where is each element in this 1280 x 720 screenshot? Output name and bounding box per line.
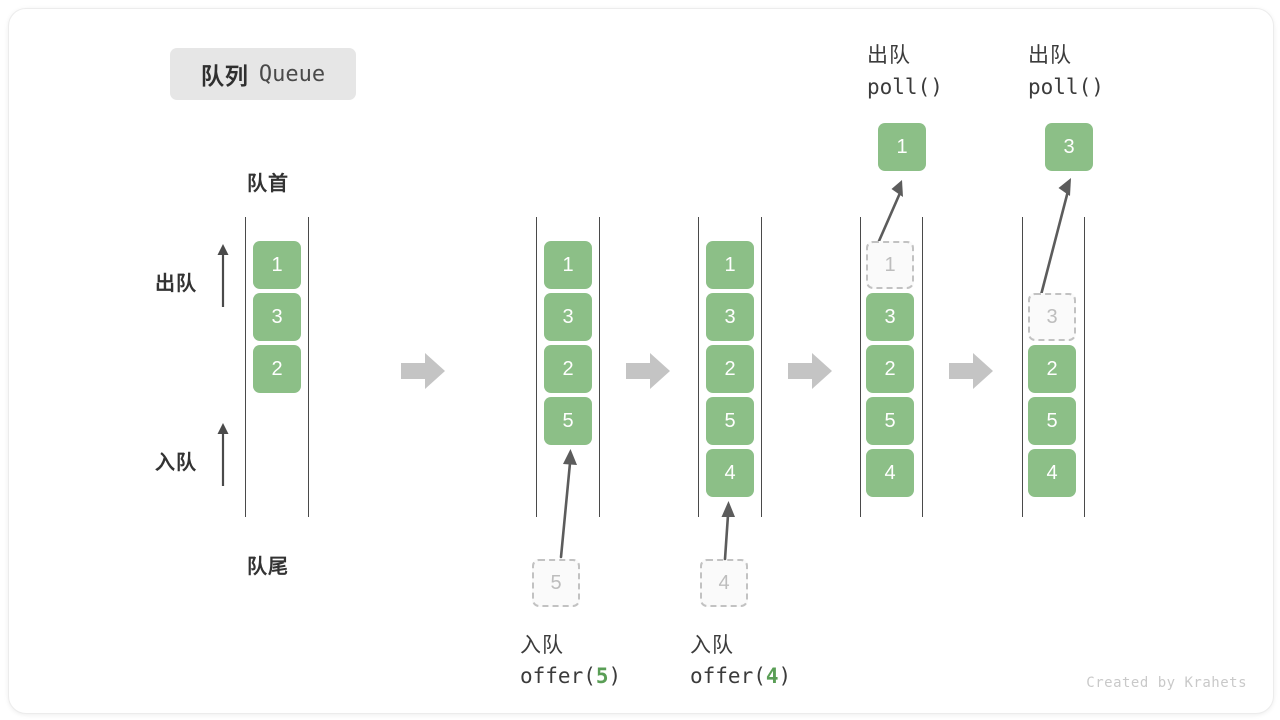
operation-code-suffix-2: ) <box>778 664 792 688</box>
queue-rail-right-3 <box>922 217 923 517</box>
enqueue-direction-label: 入队 <box>155 452 197 474</box>
queue-rail-left-4 <box>1022 217 1023 517</box>
queue-cell-4-0 <box>1028 241 1076 289</box>
operation-code-1: offer(5) <box>520 664 621 688</box>
step-arrow-1-icon <box>626 351 670 391</box>
queue-cell-2-3: 5 <box>706 397 754 445</box>
queue-cell-4-1: 3 <box>1028 293 1076 341</box>
operation-code-prefix-3: poll( <box>867 75 931 99</box>
queue-cell-1-0: 1 <box>544 241 592 289</box>
incoming-ghost-cell-2: 4 <box>700 559 748 607</box>
operation-code-prefix-2: offer( <box>690 664 766 688</box>
queue-cell-3-1: 3 <box>866 293 914 341</box>
operation-label-cn-2: 入队 <box>690 634 734 657</box>
queue-rail-left-2 <box>698 217 699 517</box>
rear-label: 队尾 <box>247 556 289 578</box>
queue-cell-1-2: 2 <box>544 345 592 393</box>
queue-cell-2-4: 4 <box>706 449 754 497</box>
queue-cell-3-4: 4 <box>866 449 914 497</box>
queue-cell-4-3: 5 <box>1028 397 1076 445</box>
dequeue-direction-arrow-icon <box>216 241 230 307</box>
step-arrow-0-icon <box>401 351 445 391</box>
queue-cell-2-0: 1 <box>706 241 754 289</box>
diagram-title-en: Queue <box>258 61 326 87</box>
operation-label-cn-3: 出队 <box>867 44 911 67</box>
queue-cell-4-2: 2 <box>1028 345 1076 393</box>
queue-rail-left-1 <box>536 217 537 517</box>
queue-cell-1-3: 5 <box>544 397 592 445</box>
operation-code-prefix-1: offer( <box>520 664 596 688</box>
operation-label-cn-4: 出队 <box>1028 44 1072 67</box>
enqueue-direction-arrow-icon <box>216 420 230 486</box>
queue-cell-4-4: 4 <box>1028 449 1076 497</box>
operation-code-3: poll() <box>867 75 943 99</box>
outgoing-cell-4: 3 <box>1045 123 1093 171</box>
operation-code-prefix-4: poll( <box>1028 75 1092 99</box>
queue-cell-2-1: 3 <box>706 293 754 341</box>
operation-arg-2: 4 <box>765 664 779 688</box>
queue-rail-right-4 <box>1084 217 1085 517</box>
outgoing-cell-3: 1 <box>878 123 926 171</box>
dequeue-direction-label: 出队 <box>155 273 197 295</box>
operation-code-2: offer(4) <box>690 664 791 688</box>
enqueue-motion-arrow-2-icon <box>706 491 756 561</box>
operation-code-4: poll() <box>1028 75 1104 99</box>
operation-arg-1: 5 <box>595 664 609 688</box>
queue-cell-3-0: 1 <box>866 241 914 289</box>
queue-rail-left-0 <box>245 217 246 517</box>
dequeue-motion-arrow-3-icon <box>861 173 921 243</box>
queue-cell-1-1: 3 <box>544 293 592 341</box>
diagram-card: 队列 Queue 队首 队尾 出队 入队 1 3 2 1 3 2 5 5 <box>8 8 1274 714</box>
queue-cell-3-2: 2 <box>866 345 914 393</box>
step-arrow-3-icon <box>949 351 993 391</box>
queue-rail-right-0 <box>308 217 309 517</box>
operation-label-cn-1: 入队 <box>520 634 564 657</box>
front-label: 队首 <box>247 173 289 195</box>
diagram-title-chip: 队列 Queue <box>170 48 356 100</box>
queue-rail-right-1 <box>599 217 600 517</box>
diagram-title-cn: 队列 <box>200 63 249 89</box>
enqueue-motion-arrow-1-icon <box>539 439 589 559</box>
queue-rail-right-2 <box>761 217 762 517</box>
dequeue-motion-arrow-4-icon <box>1021 171 1091 297</box>
operation-code-suffix-1: ) <box>608 664 622 688</box>
footer-credit: Created by Krahets <box>1086 675 1247 691</box>
queue-cell-2-2: 2 <box>706 345 754 393</box>
queue-cell-0-1: 3 <box>253 293 301 341</box>
queue-rail-left-3 <box>860 217 861 517</box>
queue-cell-3-3: 5 <box>866 397 914 445</box>
queue-cell-0-2: 2 <box>253 345 301 393</box>
operation-code-suffix-3: ) <box>930 75 943 99</box>
operation-code-suffix-4: ) <box>1091 75 1104 99</box>
queue-cell-0-0: 1 <box>253 241 301 289</box>
incoming-ghost-cell-1: 5 <box>532 559 580 607</box>
step-arrow-2-icon <box>788 351 832 391</box>
